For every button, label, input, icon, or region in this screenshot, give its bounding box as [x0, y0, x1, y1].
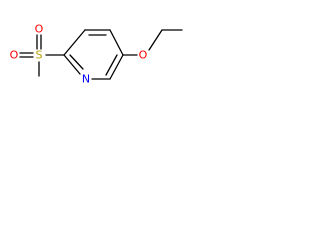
nitrogen-label: N	[82, 73, 90, 86]
bond-c5-c6	[109, 54, 124, 80]
bond-c5-c6-inner	[105, 54, 118, 76]
oxygen-ether-label: O	[139, 49, 148, 62]
bond-c2-c3	[63, 29, 86, 56]
bond-n1-c2	[63, 54, 81, 75]
structure-diagram: S O O N O	[0, 0, 185, 111]
molecule-drawing: S O O N O	[10, 23, 183, 86]
bond-c4-c5	[109, 29, 124, 56]
oxygen-top-label: O	[35, 23, 44, 36]
bond-n1-c2-inner	[69, 54, 84, 70]
oxygen-left-label: O	[10, 49, 19, 62]
sulfur-label: S	[36, 49, 43, 62]
bond-o-ch2	[148, 29, 163, 51]
